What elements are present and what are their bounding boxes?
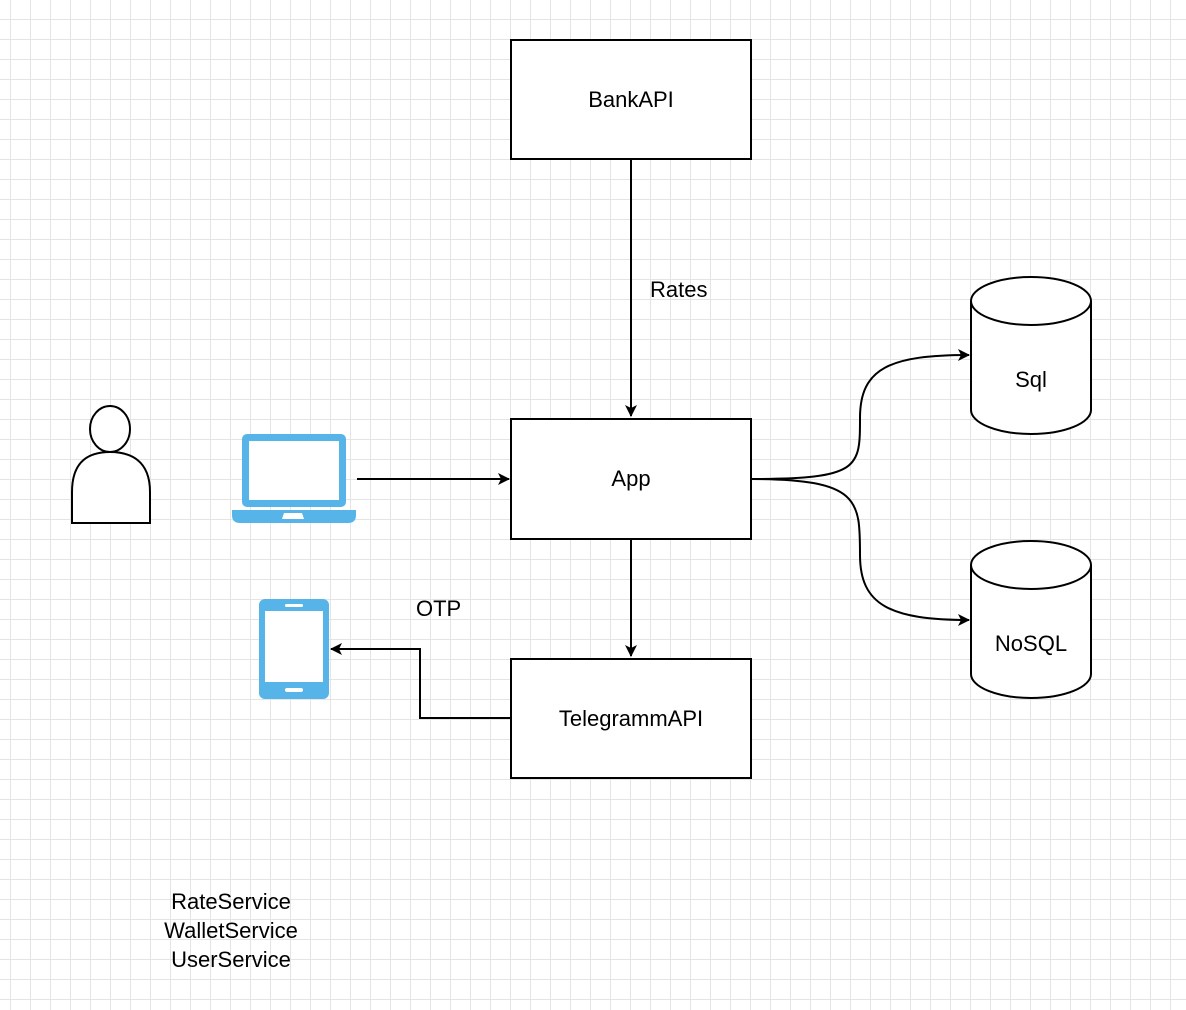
- sql-node-label: Sql: [1015, 367, 1047, 392]
- nosql-database-cylinder[interactable]: [970, 540, 1092, 699]
- laptop-icon: [232, 434, 356, 523]
- app-node-label: App: [611, 466, 651, 491]
- note-rate-service: RateService: [171, 889, 291, 914]
- note-user-service: UserService: [171, 947, 291, 972]
- edge-app-to-nosql: [750, 478, 970, 626]
- app-node[interactable]: App: [510, 418, 752, 540]
- otp-edge-label: OTP: [416, 596, 462, 621]
- smartphone-icon: [259, 599, 329, 699]
- bankapi-node[interactable]: BankAPI: [510, 39, 752, 160]
- edge-telegrammapi-to-phone: [330, 643, 511, 719]
- note-wallet-service: WalletService: [164, 918, 298, 943]
- nosql-node-label: NoSQL: [994, 631, 1068, 656]
- bankapi-node-label: BankAPI: [588, 86, 674, 112]
- person-icon: [71, 405, 151, 524]
- telegrammapi-node-label: TelegrammAPI: [558, 705, 704, 731]
- telegrammapi-node[interactable]: TelegrammAPI: [510, 658, 752, 779]
- edge-app-to-sql: [750, 349, 970, 480]
- service-notes: RateService WalletService UserService: [131, 887, 331, 974]
- rates-edge-label: Rates: [650, 277, 708, 302]
- sql-database-cylinder[interactable]: [970, 276, 1092, 435]
